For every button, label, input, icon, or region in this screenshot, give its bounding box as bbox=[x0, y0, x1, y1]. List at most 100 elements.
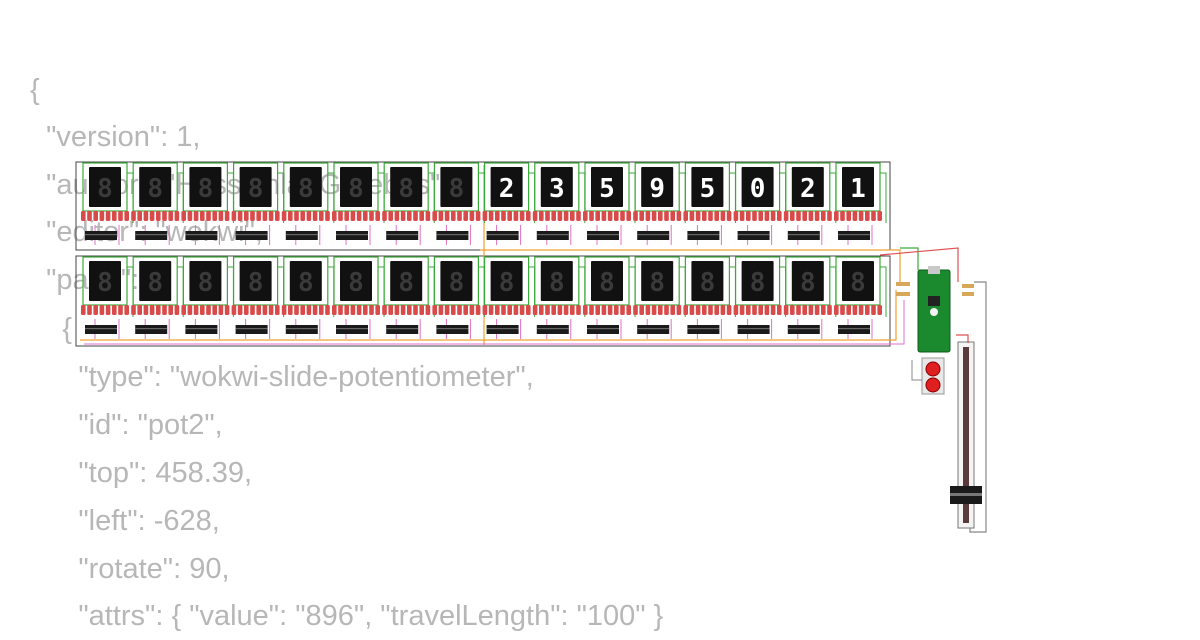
raspberry-logo-icon bbox=[930, 308, 938, 316]
pot-track bbox=[963, 347, 969, 523]
shift-register-chip bbox=[185, 231, 218, 240]
resistor bbox=[770, 211, 776, 221]
digit-value: 8 bbox=[97, 174, 113, 204]
digit-value: 8 bbox=[348, 174, 364, 204]
resistor bbox=[752, 211, 757, 221]
resistor bbox=[814, 211, 820, 221]
resistor bbox=[513, 211, 519, 221]
resistor bbox=[356, 211, 362, 221]
resistor bbox=[300, 211, 305, 221]
resistor bbox=[124, 305, 129, 315]
resistor bbox=[375, 305, 380, 315]
resistor bbox=[419, 211, 424, 221]
resistor bbox=[733, 211, 739, 221]
resistor bbox=[852, 305, 858, 315]
seven-segment-display bbox=[591, 261, 623, 301]
resistor bbox=[846, 211, 851, 221]
resistor bbox=[312, 305, 318, 315]
resistor bbox=[840, 305, 845, 315]
resistor bbox=[802, 305, 807, 315]
resistor bbox=[325, 305, 330, 315]
resistor bbox=[200, 211, 205, 221]
resistor bbox=[332, 211, 337, 221]
digit-value: 2 bbox=[499, 174, 515, 204]
push-button-1[interactable] bbox=[925, 361, 941, 377]
resistor bbox=[181, 211, 186, 221]
push-button-2[interactable] bbox=[925, 377, 941, 393]
resistor bbox=[174, 305, 180, 315]
resistor bbox=[112, 211, 117, 221]
resistor bbox=[501, 305, 506, 315]
resistor bbox=[821, 305, 826, 315]
resistor bbox=[576, 211, 581, 221]
resistor bbox=[413, 305, 418, 315]
resistor bbox=[463, 211, 468, 221]
resistor bbox=[626, 211, 631, 221]
resistor bbox=[752, 305, 757, 315]
resistor bbox=[193, 211, 199, 221]
resistor bbox=[224, 211, 230, 221]
resistor bbox=[620, 211, 625, 221]
digit-value: 8 bbox=[298, 174, 314, 204]
resistor bbox=[764, 211, 770, 221]
seven-segment-display bbox=[540, 167, 573, 207]
seven-segment-display bbox=[842, 167, 874, 207]
resistor bbox=[865, 211, 870, 221]
resistor bbox=[288, 305, 293, 315]
resistor bbox=[651, 211, 657, 221]
resistor bbox=[658, 305, 663, 315]
shift-register-chip bbox=[285, 325, 318, 334]
resistor bbox=[726, 211, 732, 221]
shift-register-chip bbox=[687, 231, 720, 240]
digit-value: 8 bbox=[850, 268, 866, 298]
resistor bbox=[507, 211, 512, 221]
resistor bbox=[475, 211, 481, 221]
resistor bbox=[244, 305, 249, 315]
resistor bbox=[758, 211, 763, 221]
resistor bbox=[633, 211, 638, 221]
resistor bbox=[670, 211, 675, 221]
resistor bbox=[193, 305, 199, 315]
resistor bbox=[539, 305, 544, 315]
resistor bbox=[407, 211, 412, 221]
shift-register-chip bbox=[637, 325, 670, 334]
resistor bbox=[583, 305, 588, 315]
shift-register-chip bbox=[386, 325, 419, 334]
resistor bbox=[563, 211, 569, 221]
resistor bbox=[633, 305, 638, 315]
resistor bbox=[451, 211, 456, 221]
resistor bbox=[758, 305, 763, 315]
seven-segment-display bbox=[239, 261, 272, 301]
resistor bbox=[962, 284, 974, 288]
resistor bbox=[237, 305, 243, 315]
resistor bbox=[557, 211, 563, 221]
resistor bbox=[206, 211, 211, 221]
digit-value: 8 bbox=[248, 174, 264, 204]
resistor bbox=[551, 305, 556, 315]
resistor bbox=[218, 211, 224, 221]
resistor bbox=[319, 211, 324, 221]
resistor bbox=[382, 211, 387, 221]
resistor bbox=[375, 211, 380, 221]
resistor bbox=[645, 211, 651, 221]
usb-connector bbox=[928, 266, 940, 274]
resistor bbox=[790, 305, 795, 315]
shift-register-chip bbox=[787, 231, 820, 240]
resistor bbox=[168, 305, 173, 315]
shift-register-chip bbox=[587, 231, 619, 240]
shift-register-chip bbox=[85, 325, 117, 334]
resistor bbox=[250, 305, 255, 315]
resistor bbox=[796, 305, 801, 315]
resistor bbox=[432, 305, 437, 315]
resistor bbox=[262, 305, 268, 315]
resistor bbox=[312, 211, 318, 221]
shift-register-chip bbox=[737, 325, 770, 334]
seven-segment-display bbox=[440, 261, 473, 301]
resistor bbox=[733, 305, 739, 315]
resistor bbox=[532, 305, 538, 315]
microcontroller-area bbox=[879, 247, 987, 533]
resistor bbox=[551, 211, 556, 221]
digit-value: 8 bbox=[147, 268, 163, 298]
